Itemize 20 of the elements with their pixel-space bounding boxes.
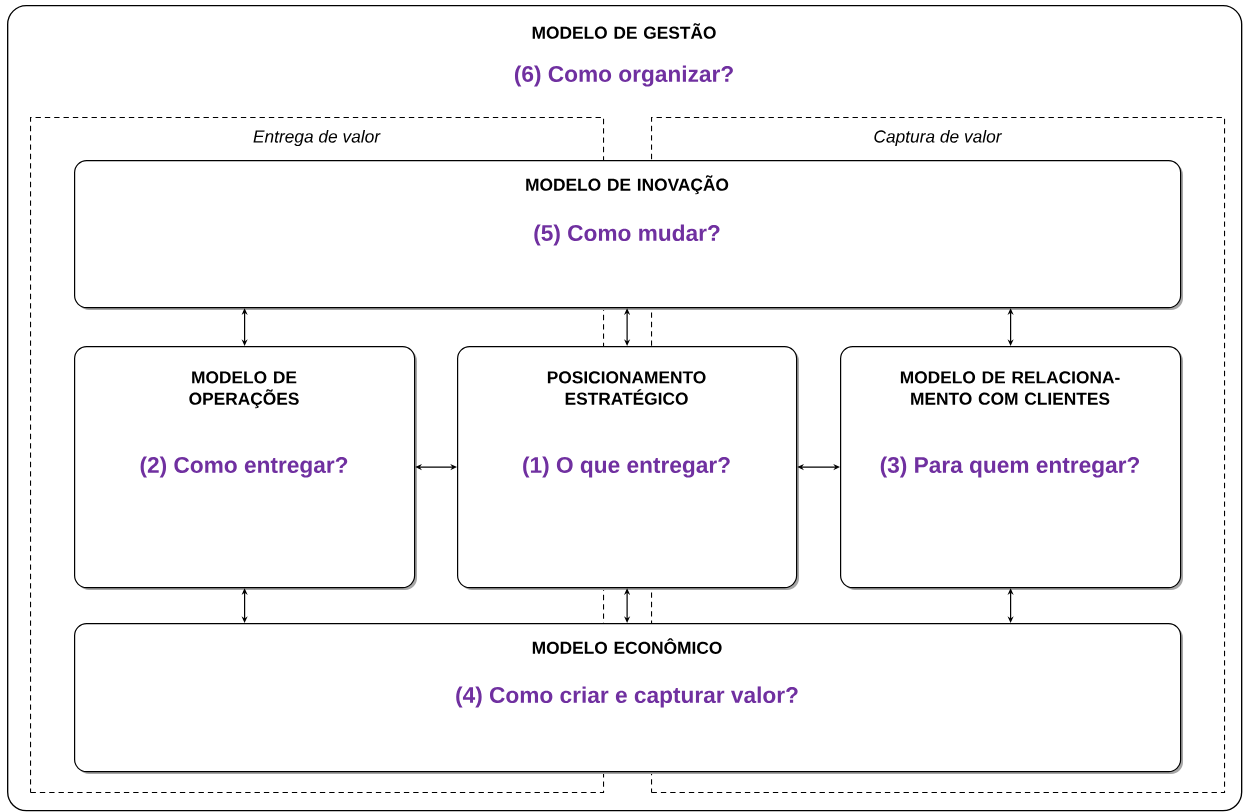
box-heading: MODELO ECONÔMICO: [532, 638, 722, 654]
question-text: (4) Como criar e capturar valor?: [456, 686, 798, 708]
model-box: [74, 160, 1183, 310]
model-frame: [7, 5, 1243, 812]
box-heading: MODELO DE RELACIONA- MENTO COM CLIENTES: [900, 371, 1120, 405]
question-text: (1) O que entregar?: [523, 456, 730, 478]
question-text: (5) Como mudar?: [534, 224, 720, 246]
model-box: [74, 345, 417, 590]
region-label: Entrega de valor: [253, 129, 381, 147]
question-text: (6) Como organizar?: [514, 65, 733, 87]
model-box: [840, 345, 1183, 590]
model-box: [457, 345, 799, 590]
question-text: (2) Como entregar?: [140, 456, 348, 478]
model-box: [74, 623, 1183, 774]
region-label: Captura de valor: [874, 129, 1003, 147]
box-heading: MODELO DE OPERAÇÕES: [189, 371, 299, 409]
box-heading: POSICIONAMENTO ESTRATÉGICO: [547, 371, 706, 405]
box-heading: MODELO DE INOVAÇÃO: [526, 175, 729, 195]
box-heading: MODELO DE GESTÃO: [532, 23, 716, 39]
question-text: (3) Para quem entregar?: [880, 456, 1140, 478]
